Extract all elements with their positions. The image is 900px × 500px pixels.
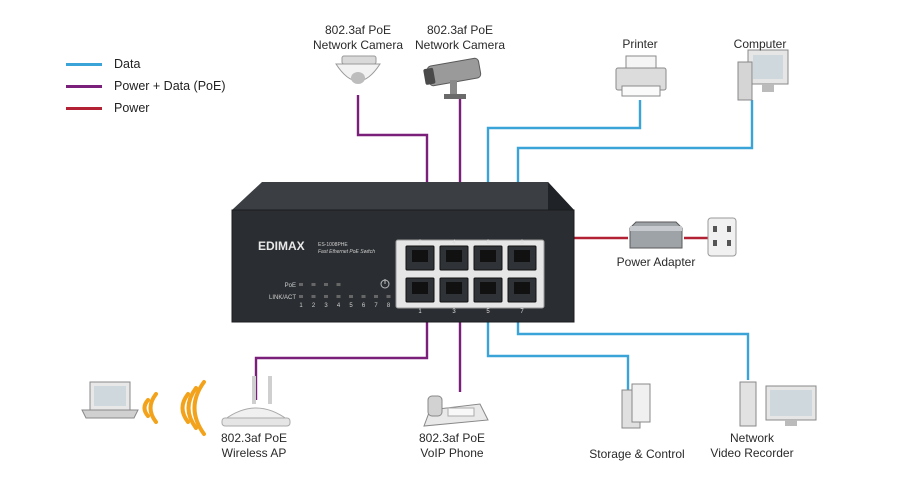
voip-phone-icon <box>423 395 489 427</box>
led-link <box>311 295 316 298</box>
legend-label: Data <box>114 57 141 71</box>
bullet-camera-icon <box>423 57 482 99</box>
ethernet-port-socket <box>480 250 496 262</box>
label-line: Network Camera <box>312 38 404 52</box>
poe-switch: 2 4 6 8 1 3 5 7 1 2 3 4 5 6 7 8 <box>231 182 575 323</box>
storage-label: Storage & Control <box>580 447 694 462</box>
ethernet-ports: 2 4 6 8 1 3 5 7 <box>405 240 537 315</box>
led-poe-label: PoE <box>285 283 296 289</box>
label-line: Network <box>729 431 774 445</box>
line-data-storage <box>486 308 630 390</box>
label-line: Storage & Control <box>589 447 685 461</box>
dome-camera-icon <box>335 55 381 84</box>
voip-phone-label: 802.3af PoE VoIP Phone <box>402 431 502 461</box>
wall-outlet-icon <box>707 217 737 257</box>
port-number: 5 <box>486 309 490 315</box>
laptop-icon <box>81 381 139 419</box>
port-number: 3 <box>452 309 456 315</box>
wifi-signal-icon <box>142 380 206 436</box>
label-line: Network Camera <box>414 38 506 52</box>
led-link-label: LINK/ACT <box>269 295 296 301</box>
label-line: Power Adapter <box>616 255 696 269</box>
ethernet-port-socket <box>412 282 428 294</box>
bullet-camera-label: 802.3af PoE Network Camera <box>410 23 510 53</box>
switch-subtitle: Fast Ethernet PoE Switch <box>318 249 375 255</box>
led-link <box>336 295 341 298</box>
led-link <box>324 295 328 298</box>
led-poe <box>311 283 316 286</box>
printer-icon <box>615 55 667 97</box>
legend-swatch <box>66 106 102 110</box>
led-number: 5 <box>349 303 353 309</box>
label-line: Computer <box>733 37 787 51</box>
status-leds: 1 2 3 4 5 6 7 8 <box>299 283 391 309</box>
ethernet-port-socket <box>446 250 462 262</box>
led-poe <box>299 283 303 286</box>
label-line: 802.3af PoE <box>324 23 392 37</box>
switch-brand-logo: EDIMAX <box>258 239 305 253</box>
port-number: 2 <box>418 240 422 246</box>
led-poe <box>324 283 328 286</box>
led-number: 2 <box>312 303 316 309</box>
led-link <box>299 295 303 298</box>
legend-swatch <box>66 84 102 88</box>
wireless-ap-label: 802.3af PoE Wireless AP <box>204 431 304 461</box>
led-number: 7 <box>374 303 378 309</box>
label-line: Printer <box>622 37 658 51</box>
legend-item-data: Data <box>66 56 140 72</box>
port-number: 1 <box>418 309 422 315</box>
ethernet-port-socket <box>480 282 496 294</box>
legend-label: Power <box>114 101 150 115</box>
ethernet-port-socket <box>514 282 530 294</box>
ethernet-port-socket <box>412 250 428 262</box>
legend-swatch <box>66 62 102 66</box>
switch-model: ES-1008PHE <box>318 242 348 248</box>
label-line: Video Recorder <box>710 446 794 460</box>
ethernet-port-socket <box>514 250 530 262</box>
label-line: 802.3af PoE <box>426 23 494 37</box>
computer-label: Computer <box>720 37 800 52</box>
label-line: VoIP Phone <box>420 446 484 460</box>
wireless-ap-icon <box>221 376 291 427</box>
led-number: 4 <box>337 303 341 309</box>
nvr-label: Network Video Recorder <box>702 431 802 461</box>
led-link <box>386 295 391 298</box>
label-line: 802.3af PoE <box>220 431 288 445</box>
led-number: 3 <box>324 303 328 309</box>
port-number: 8 <box>520 240 524 246</box>
legend-item-power: Power <box>66 100 149 116</box>
led-number: 1 <box>299 303 303 309</box>
port-number: 4 <box>452 240 456 246</box>
led-number: 6 <box>362 303 366 309</box>
storage-server-icon <box>621 383 651 429</box>
printer-label: Printer <box>600 37 680 52</box>
dome-camera-label: 802.3af PoE Network Camera <box>308 23 408 53</box>
power-adapter-label: Power Adapter <box>606 255 706 270</box>
led-link <box>374 295 378 298</box>
led-link <box>361 295 366 298</box>
power-adapter-icon <box>629 221 683 249</box>
nvr-icon <box>739 381 817 427</box>
port-number: 7 <box>520 309 524 315</box>
led-poe <box>336 283 341 286</box>
port-number: 6 <box>486 240 490 246</box>
led-number: 8 <box>387 303 391 309</box>
ethernet-port-socket <box>446 282 462 294</box>
legend-label: Power + Data (PoE) <box>114 79 226 93</box>
label-line: 802.3af PoE <box>418 431 486 445</box>
led-link <box>349 295 353 298</box>
computer-icon <box>737 49 789 101</box>
label-line: Wireless AP <box>221 446 287 460</box>
legend-item-poe: Power + Data (PoE) <box>66 78 226 94</box>
